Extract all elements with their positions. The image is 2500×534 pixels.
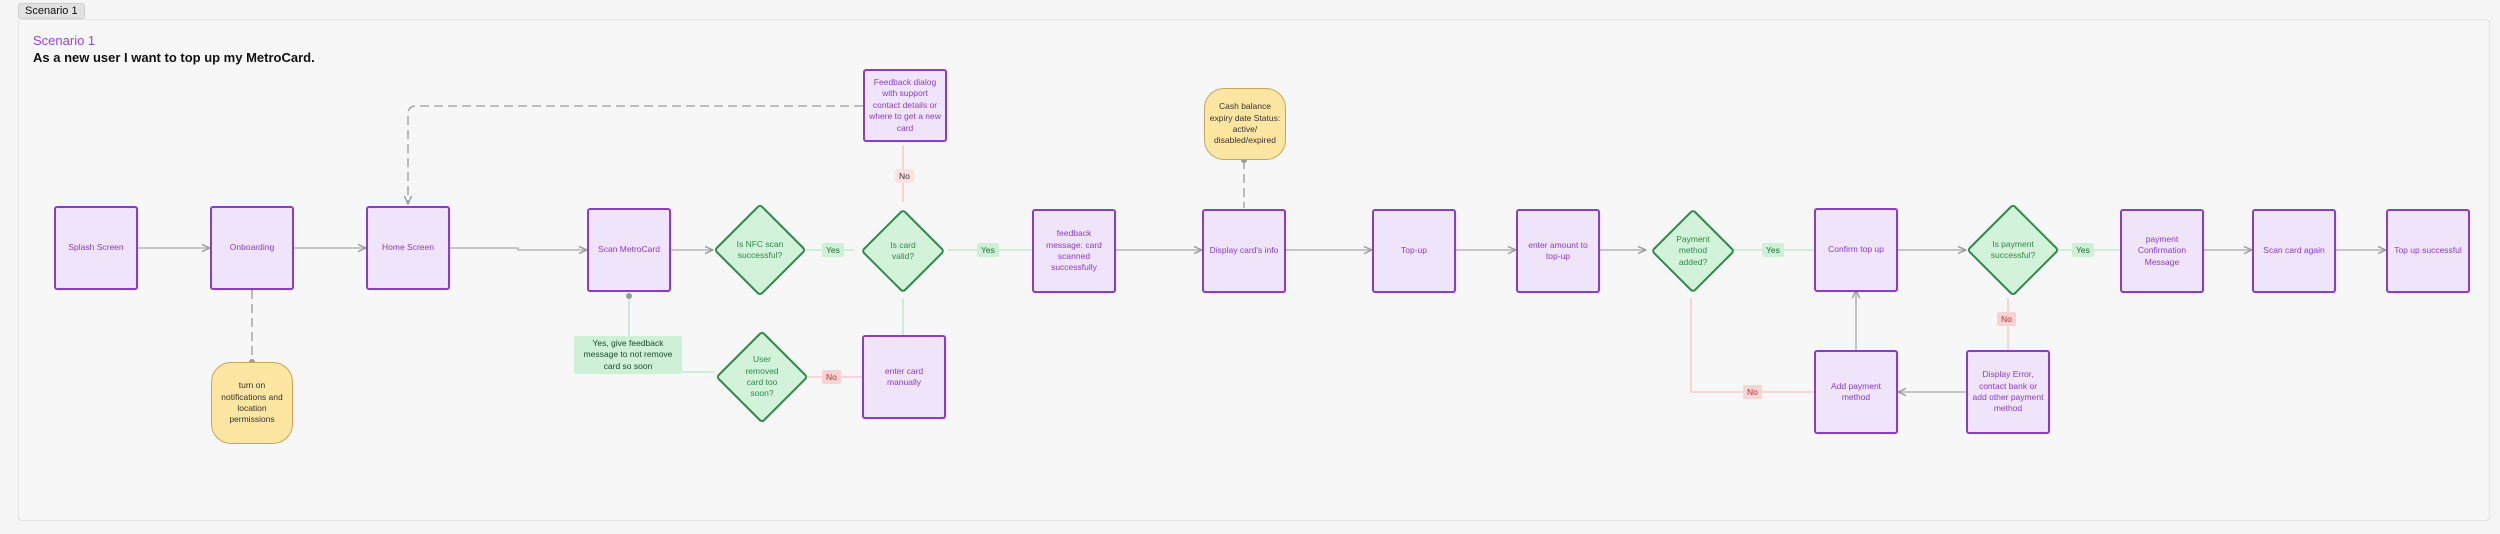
enter-amount-node[interactable]: enter amount to top-up	[1516, 209, 1600, 293]
add-payment-method-node[interactable]: Add payment method	[1814, 350, 1898, 434]
no-label: No	[1997, 312, 2016, 326]
payment-successful-decision[interactable]: Is payment successful?	[1966, 203, 2060, 297]
payment-added-decision[interactable]: Payment method added?	[1650, 208, 1736, 294]
yes-label: Yes	[822, 243, 844, 257]
connector-dot	[626, 293, 632, 299]
decision-label: Is payment successful?	[1990, 238, 2036, 260]
yes-label: Yes	[1762, 243, 1784, 257]
onboarding-node[interactable]: Onboarding	[210, 206, 294, 290]
feedback-scanned-node[interactable]: feedback message: card scanned successfu…	[1032, 209, 1116, 293]
scenario-tab[interactable]: Scenario 1	[18, 3, 85, 19]
nfc-scan-decision[interactable]: Is NFC scan successful?	[713, 203, 807, 297]
removed-too-soon-label: Yes, give feedback message to not remove…	[574, 336, 682, 375]
top-up-node[interactable]: Top-up	[1372, 209, 1456, 293]
home-screen-node[interactable]: Home Screen	[366, 206, 450, 290]
permissions-note[interactable]: turn on notifications and location permi…	[211, 362, 293, 444]
feedback-dialog-node[interactable]: Feedback dialog with support contact det…	[863, 69, 947, 142]
display-error-node[interactable]: Display Error, contact bank or add other…	[1966, 350, 2050, 434]
connector-dot	[1241, 157, 1247, 163]
scan-metrocard-node[interactable]: Scan MetroCard	[587, 208, 671, 292]
card-removed-decision[interactable]: User removed card too soon?	[715, 330, 809, 424]
display-card-info-node[interactable]: Display card's info	[1202, 209, 1286, 293]
card-info-note[interactable]: Cash balance expiry date Status: active/…	[1204, 88, 1286, 160]
top-up-successful-node[interactable]: Top up successful	[2386, 209, 2470, 293]
decision-label: Payment method added?	[1676, 233, 1710, 267]
decision-label: Is card valid?	[890, 239, 916, 261]
no-label: No	[1743, 385, 1762, 399]
frame-title: Scenario 1	[33, 33, 96, 48]
decision-label: User removed card too soon?	[745, 354, 779, 399]
edge-home-scan	[450, 248, 587, 250]
no-label: No	[895, 169, 914, 183]
payment-confirmation-node[interactable]: payment Confirmation Message	[2120, 209, 2204, 293]
no-label: No	[822, 370, 841, 384]
yes-label: Yes	[2072, 243, 2094, 257]
frame-subtitle: As a new user I want to top up my MetroC…	[33, 50, 315, 65]
splash-screen-node[interactable]: Splash Screen	[54, 206, 138, 290]
card-valid-decision[interactable]: Is card valid?	[860, 208, 946, 294]
enter-card-manually-node[interactable]: enter card manually	[862, 335, 946, 419]
scan-card-again-node[interactable]: Scan card again	[2252, 209, 2336, 293]
decision-label: Is NFC scan successful?	[736, 238, 784, 260]
yes-label: Yes	[977, 243, 999, 257]
confirm-top-up-node[interactable]: Confirm top up	[1814, 208, 1898, 292]
